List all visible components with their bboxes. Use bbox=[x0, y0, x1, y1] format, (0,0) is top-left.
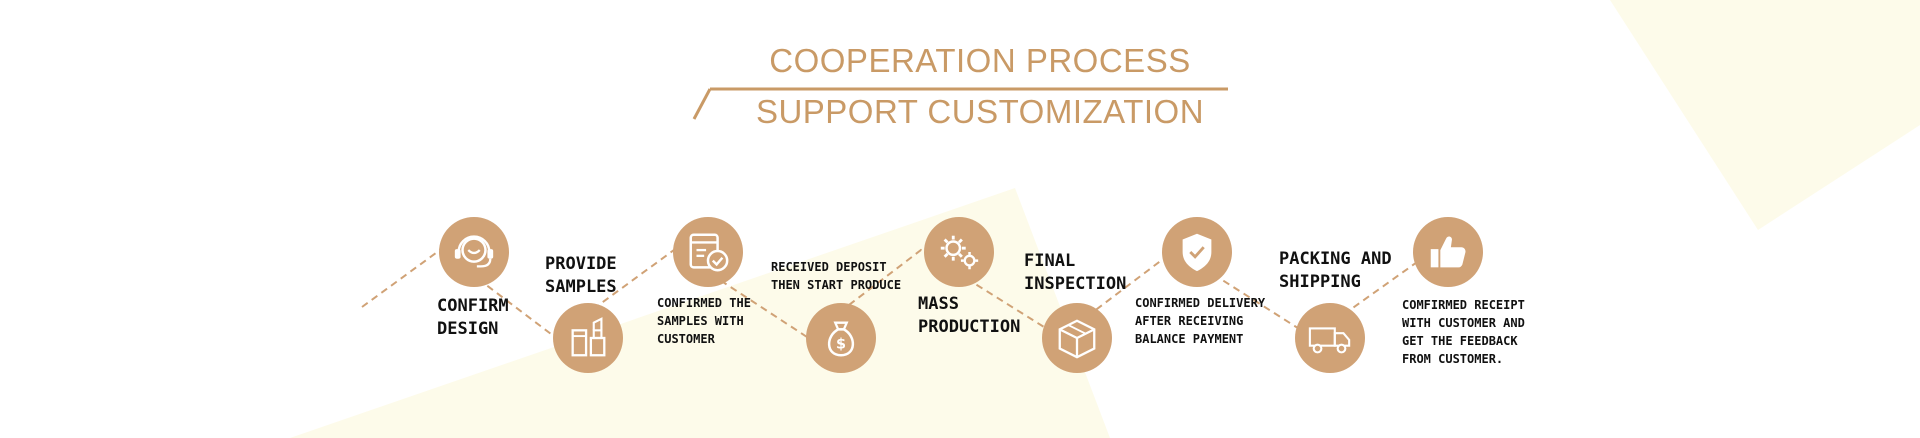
lipstick-icon bbox=[571, 317, 606, 357]
process-path bbox=[361, 248, 1435, 339]
step-8-label: PACKING AND SHIPPING bbox=[1279, 249, 1392, 292]
shield-check-icon bbox=[1182, 233, 1212, 272]
step-4-circle: $ bbox=[806, 303, 876, 373]
step-5-circle bbox=[924, 217, 994, 287]
page-subtitle: SUPPORT CUSTOMIZATION bbox=[755, 93, 1205, 130]
thumbs-up-icon bbox=[1430, 236, 1466, 268]
step-2-label: PROVIDE SAMPLES bbox=[545, 254, 617, 297]
step-1-label: CONFIRM DESIGN bbox=[437, 296, 509, 339]
truck-icon bbox=[1308, 327, 1351, 354]
step-2-circle bbox=[553, 303, 623, 373]
step-3-label: CONFIRMED THE SAMPLES WITH CUSTOMER bbox=[657, 296, 751, 346]
step-7-label: CONFIRMED DELIVERY AFTER RECEIVING BALAN… bbox=[1135, 296, 1266, 346]
box-icon bbox=[1058, 319, 1096, 359]
step-9-label: COMFIRMED RECEIPT WITH CUSTOMER AND GET … bbox=[1402, 298, 1525, 366]
step-7-circle bbox=[1162, 217, 1232, 287]
gears-icon bbox=[940, 235, 979, 270]
step-6-circle bbox=[1042, 303, 1112, 373]
svg-text:$: $ bbox=[836, 337, 846, 353]
bg-shape-bottom bbox=[290, 188, 1110, 438]
step-8-circle bbox=[1295, 303, 1365, 373]
headset-icon bbox=[454, 235, 494, 268]
step-4-label: RECEIVED DEPOSIT THEN START PRODUCE bbox=[771, 260, 902, 292]
document-check-icon bbox=[689, 233, 729, 272]
title-underline-tail bbox=[692, 88, 712, 120]
bg-shape-top-right bbox=[1610, 0, 1920, 230]
step-6-label: FINAL INSPECTION bbox=[1024, 251, 1127, 294]
step-5-label: MASS PRODUCTION bbox=[918, 294, 1021, 337]
page-title: COOPERATION PROCESS bbox=[769, 42, 1191, 79]
step-1-circle bbox=[439, 217, 509, 287]
money-bag-icon: $ bbox=[827, 321, 855, 357]
step-3-circle bbox=[673, 217, 743, 287]
step-9-circle bbox=[1413, 217, 1483, 287]
